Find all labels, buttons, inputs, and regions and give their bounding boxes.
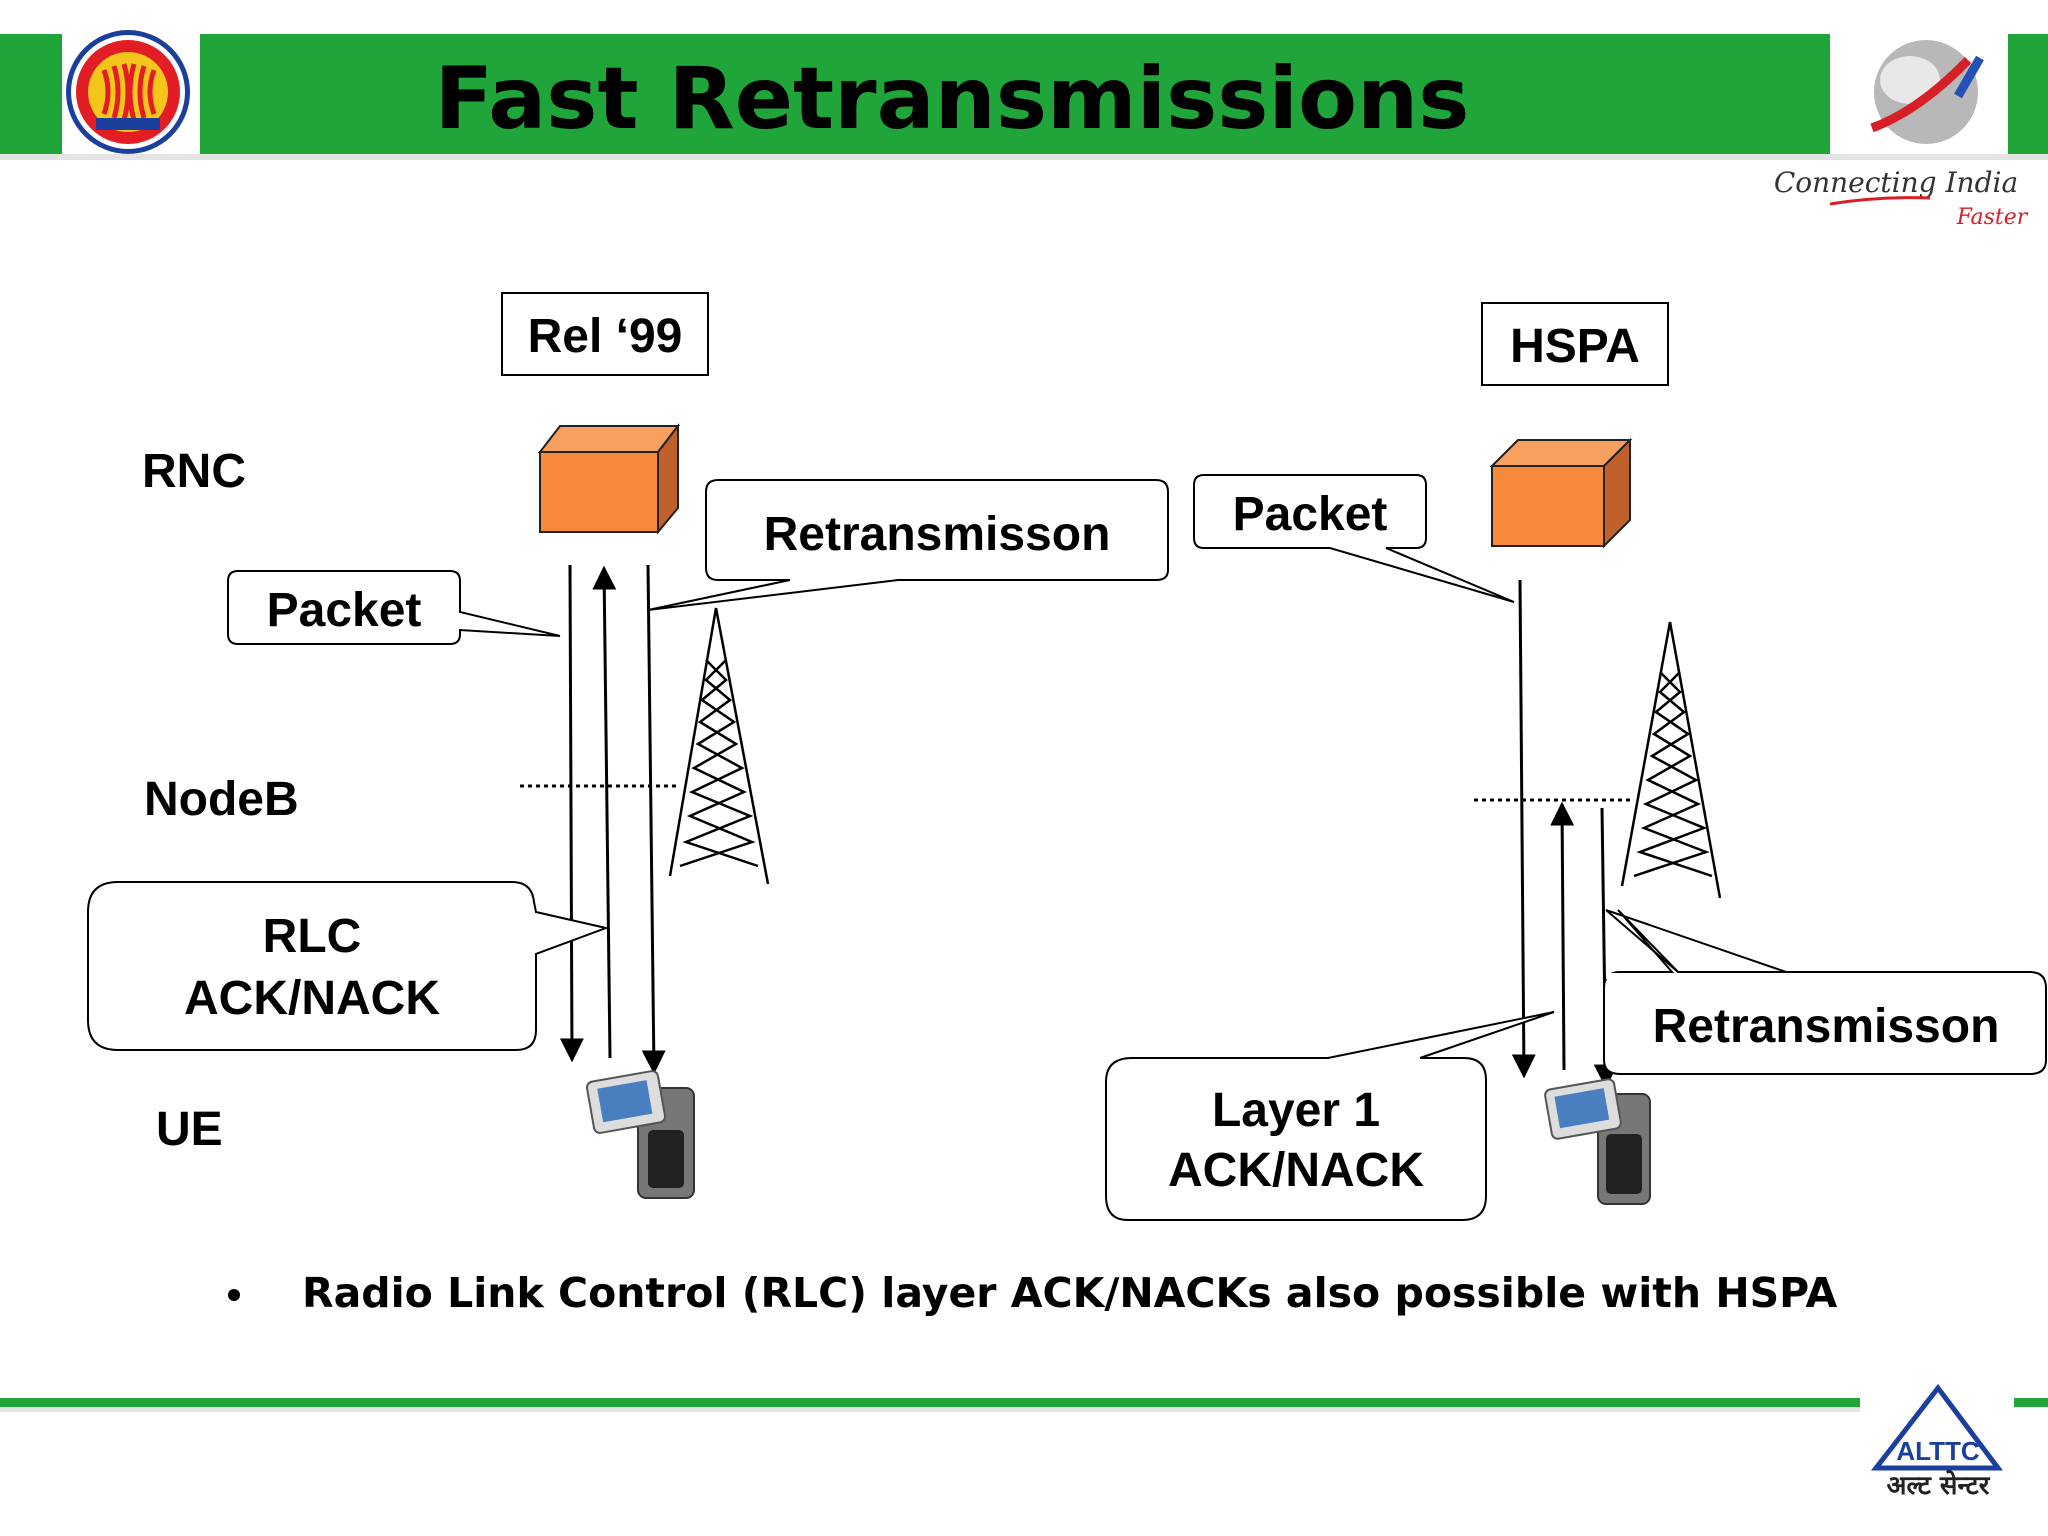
bullet-text: Radio Link Control (RLC) layer ACK/NACKs… bbox=[302, 1269, 1837, 1317]
header-shadow bbox=[0, 154, 2048, 160]
hspa-ack-up-arrow bbox=[1550, 801, 1575, 1071]
layer1-ack-line1: Layer 1 bbox=[1212, 1084, 1380, 1137]
bullet-point: Radio Link Control (RLC) layer ACK/NACKs… bbox=[228, 1269, 1837, 1317]
mobile-phone-icon-left bbox=[585, 1070, 695, 1199]
rlc-ack-callout: RLC ACK/NACK bbox=[87, 881, 610, 1051]
bullet-dot bbox=[228, 1289, 240, 1301]
header-green-left bbox=[0, 34, 62, 154]
right-diagram: HSPA Packet bbox=[1105, 302, 2047, 1221]
rlc-ack-line1: RLC bbox=[263, 910, 362, 963]
row-label-rnc: RNC bbox=[142, 445, 246, 498]
rlc-ack-line2: ACK/NACK bbox=[184, 972, 440, 1025]
asean-logo bbox=[66, 30, 190, 154]
ack-up-arrow bbox=[592, 565, 617, 1059]
retransmission-callout-left: Retransmisson bbox=[647, 479, 1169, 611]
layer1-ack-line2: ACK/NACK bbox=[1168, 1144, 1424, 1197]
header-bar: Fast Retransmissions bbox=[0, 34, 2048, 160]
row-label-ue: UE bbox=[156, 1103, 223, 1156]
retransmission-label-right: Retransmisson bbox=[1653, 1000, 2000, 1053]
blue-swoosh bbox=[1954, 55, 1984, 99]
tower-icon bbox=[668, 607, 770, 885]
row-label-nodeb: NodeB bbox=[144, 773, 299, 826]
hspa-packet-down-arrow bbox=[1511, 579, 1536, 1079]
alttc-hindi: अल्ट सेन्टर bbox=[1887, 1470, 1991, 1501]
rnc-box-right bbox=[1489, 437, 1633, 549]
tagline-faster: Faster bbox=[1956, 205, 2029, 230]
left-diagram: Rel ‘99 Packet bbox=[87, 292, 1169, 1199]
retransmission-callout-right: Retransmisson bbox=[1603, 909, 2047, 1075]
retransmission-down-arrow bbox=[641, 564, 666, 1075]
rnc-box-left bbox=[537, 423, 681, 535]
layer1-ack-callout: Layer 1 ACK/NACK bbox=[1105, 1011, 1555, 1221]
rel99-header: Rel ‘99 bbox=[528, 310, 683, 363]
hspa-header-box bbox=[1481, 302, 1669, 386]
header-green-main bbox=[200, 34, 1830, 154]
packet-callout-left: Packet bbox=[227, 570, 561, 645]
red-swoosh bbox=[1870, 56, 1972, 133]
rel99-header-box bbox=[501, 292, 709, 376]
hspa-header: HSPA bbox=[1510, 320, 1640, 373]
packet-callout-right: Packet bbox=[1193, 474, 1515, 603]
alttc-logo: ALTTC अल्ट सेन्टर bbox=[1870, 1383, 2003, 1501]
footer-shadow bbox=[0, 1407, 1860, 1412]
tower-icon-right bbox=[1620, 621, 1722, 899]
mobile-phone-icon-right bbox=[1544, 1078, 1651, 1205]
page-title: Fast Retransmissions bbox=[435, 49, 1470, 149]
footer-green-line-right bbox=[2014, 1398, 2048, 1407]
packet-down-arrow bbox=[559, 564, 584, 1063]
packet-label-right: Packet bbox=[1233, 488, 1388, 541]
footer-green-line bbox=[0, 1398, 1860, 1407]
packet-label-left: Packet bbox=[267, 584, 422, 637]
retransmission-label-left: Retransmisson bbox=[764, 508, 1111, 561]
connecting-india-logo: Connecting India Faster bbox=[1774, 40, 2029, 230]
alttc-abbrev: ALTTC bbox=[1896, 1436, 1979, 1466]
header-green-right bbox=[2008, 34, 2048, 154]
tagline-text: Connecting India bbox=[1774, 166, 2018, 199]
